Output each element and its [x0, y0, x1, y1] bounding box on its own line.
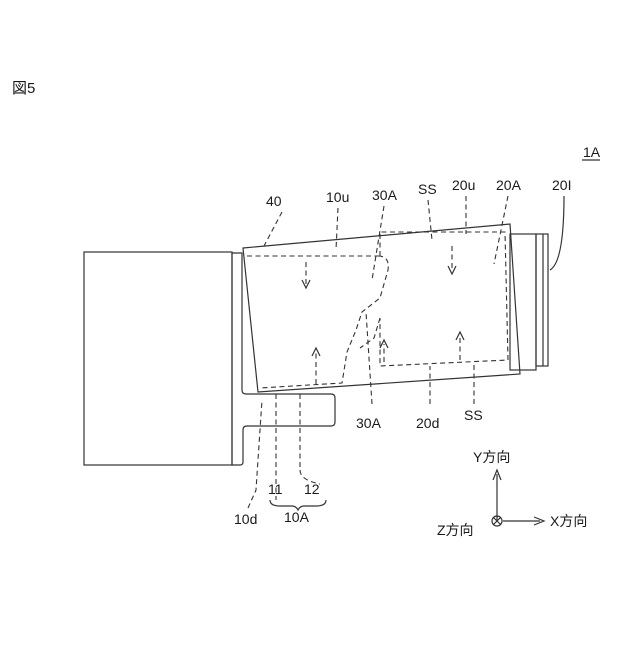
label-20I: 20I — [552, 177, 571, 193]
label-20A: 20A — [496, 177, 522, 193]
end-cap-20I — [536, 234, 548, 366]
second-member-20A — [380, 232, 508, 366]
boundary-30A — [260, 256, 388, 388]
leader-10u — [336, 208, 338, 250]
label-20d: 20d — [416, 415, 439, 431]
x-direction-label: X方向 — [550, 513, 587, 529]
label-20u: 20u — [452, 177, 475, 193]
connector-dash — [360, 318, 380, 348]
label-SS-bottom: SS — [464, 407, 483, 423]
end-piece — [510, 234, 536, 370]
ref-1A-label: 1A — [583, 144, 601, 160]
base-plate — [232, 252, 335, 465]
main-body-outline — [243, 224, 520, 392]
label-10u: 10u — [326, 189, 349, 205]
leader-20I — [550, 196, 564, 270]
leader-30A-top — [372, 206, 384, 280]
leader-10d — [248, 400, 262, 508]
label-10A: 10A — [284, 509, 310, 525]
label-SS-top: SS — [418, 181, 437, 197]
label-40: 40 — [266, 193, 282, 209]
label-11: 11 — [268, 481, 283, 497]
leader-40 — [264, 212, 282, 246]
label-30A-bottom: 30A — [356, 415, 382, 431]
y-direction-label: Y方向 — [473, 449, 510, 465]
figure-label: 図5 — [12, 80, 35, 97]
label-12: 12 — [304, 481, 320, 497]
label-10d: 10d — [234, 511, 257, 527]
leader-SS-top — [428, 200, 432, 240]
label-30A-top: 30A — [372, 187, 398, 203]
left-block — [84, 252, 232, 465]
leader-30A-bottom — [366, 312, 372, 404]
z-direction-label: Z方向 — [437, 522, 474, 538]
